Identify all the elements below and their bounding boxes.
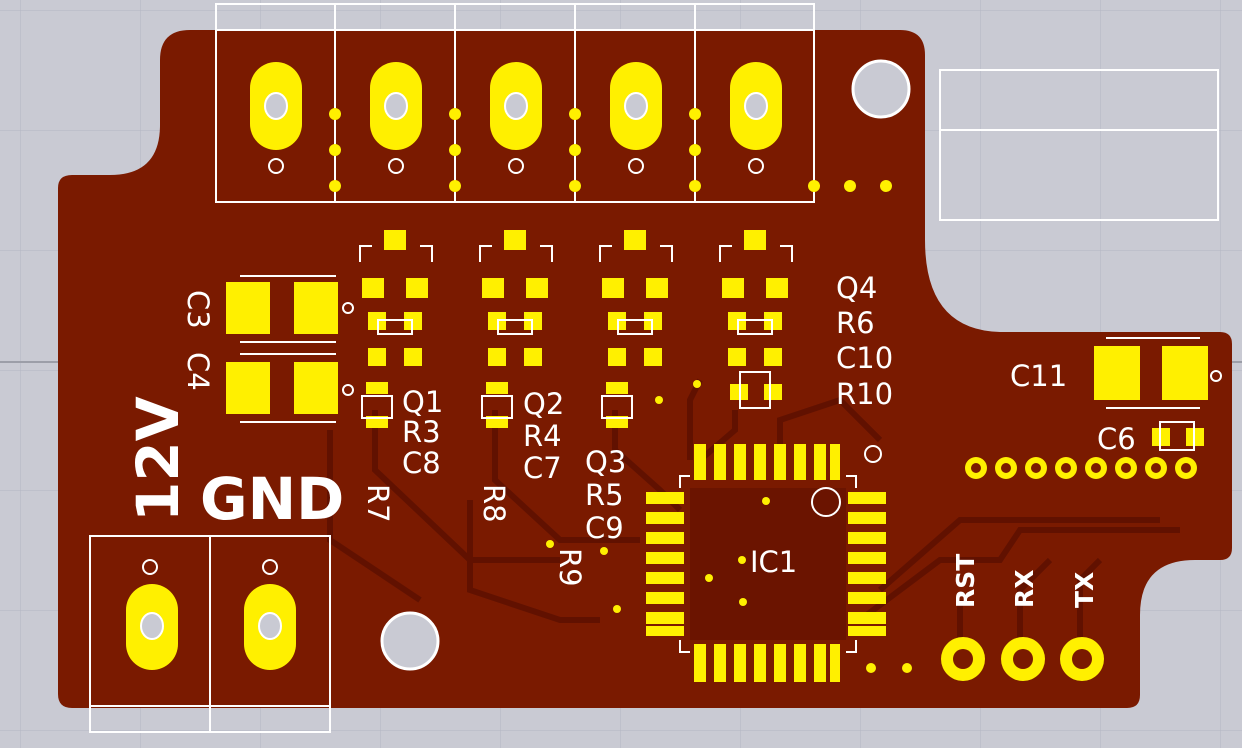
label-c6: C6 — [1097, 422, 1136, 456]
top-connector-pads — [250, 62, 892, 192]
right-outline-box — [939, 69, 1219, 221]
label-r7: R7 — [361, 484, 395, 523]
ic1-package — [646, 444, 886, 682]
label-r5: R5 — [585, 478, 624, 512]
label-c7: C7 — [523, 451, 562, 485]
label-c11: C11 — [1010, 359, 1067, 393]
label-r6: R6 — [836, 306, 875, 340]
label-rst: RST — [951, 554, 980, 608]
label-c3: C3 — [181, 290, 215, 329]
power-terminal-block — [89, 535, 331, 733]
header-8-pin — [965, 457, 1197, 479]
mounting-hole-bottom — [380, 611, 440, 671]
label-q1: Q1 — [402, 385, 443, 419]
label-c10: C10 — [836, 341, 893, 375]
driver-column-1 — [359, 230, 433, 428]
driver-column-4 — [719, 230, 793, 409]
label-c4: C4 — [181, 352, 215, 391]
capacitor-c3-c4 — [226, 275, 354, 423]
label-r9: R9 — [553, 548, 587, 587]
label-rx: RX — [1010, 569, 1039, 608]
label-tx: TX — [1070, 572, 1099, 608]
label-r3: R3 — [402, 415, 441, 449]
label-c8: C8 — [402, 446, 441, 480]
via-outline — [864, 445, 882, 463]
capacitor-c11-c6 — [1094, 337, 1222, 451]
label-q2: Q2 — [523, 387, 564, 421]
driver-column-2 — [479, 230, 553, 428]
label-r10: R10 — [836, 377, 893, 411]
label-q3: Q3 — [585, 445, 626, 479]
label-12v: 12V — [124, 396, 192, 522]
label-q4: Q4 — [836, 271, 877, 305]
vias — [546, 380, 912, 673]
label-r8: R8 — [477, 484, 511, 523]
top-terminal-block — [215, 3, 815, 203]
uart-pins — [941, 637, 1104, 681]
label-gnd: GND — [200, 465, 344, 533]
label-r4: R4 — [523, 419, 562, 453]
label-c9: C9 — [585, 511, 624, 545]
label-ic1: IC1 — [750, 545, 797, 579]
driver-column-3 — [599, 230, 673, 428]
mounting-hole-top — [851, 59, 911, 119]
